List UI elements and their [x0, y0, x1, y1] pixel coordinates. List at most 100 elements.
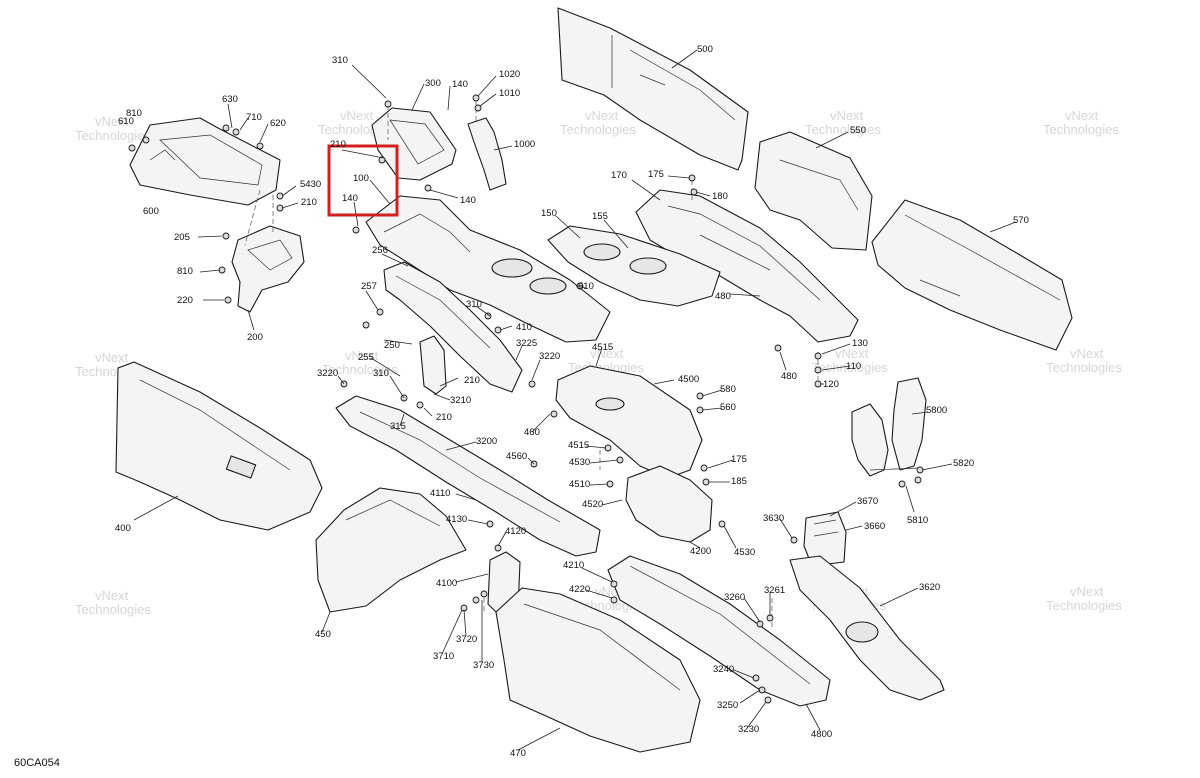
callout-110: 110 — [846, 361, 861, 372]
callout-3230: 3230 — [738, 724, 759, 735]
part-250-bracket — [383, 261, 523, 393]
callout-3250: 3250 — [717, 700, 738, 711]
callout-210-b: 210 — [301, 197, 317, 208]
callout-140-c: 140 — [460, 195, 476, 206]
callout-205: 205 — [174, 232, 190, 243]
part-3210-bracket — [419, 335, 447, 395]
callout-175: 175 — [648, 169, 664, 180]
part-200-bracket — [231, 225, 305, 313]
callout-5800: 5800 — [926, 405, 947, 416]
callout-3240: 3240 — [713, 664, 734, 675]
callout-155: 155 — [592, 211, 608, 222]
callout-450: 450 — [315, 629, 331, 640]
watermark-line1: vNext — [95, 588, 129, 603]
callout-1000: 1000 — [514, 139, 535, 150]
callout-1020: 1020 — [499, 69, 520, 80]
watermark-line1: vNext — [340, 108, 374, 123]
watermark-line2: Technologies — [322, 362, 398, 377]
callout-100: 100 — [353, 173, 369, 184]
part-3200-frame — [335, 395, 601, 557]
callout-400: 400 — [115, 523, 131, 534]
part-600-tray — [129, 117, 281, 206]
callout-257: 257 — [361, 281, 377, 292]
callout-315: 315 — [390, 421, 406, 432]
callout-4500: 4500 — [678, 374, 699, 385]
watermark-line2: Technologies — [1046, 360, 1122, 375]
callout-630: 630 — [222, 94, 238, 105]
callout-460: 460 — [524, 427, 540, 438]
callout-3710: 3710 — [433, 651, 454, 662]
part-450-panel — [315, 487, 467, 613]
watermark-line1: vNext — [1070, 346, 1104, 361]
part-500-panel — [557, 7, 749, 171]
callout-220: 220 — [177, 295, 193, 306]
callout-570: 570 — [1013, 215, 1029, 226]
callout-470: 470 — [510, 748, 526, 759]
callout-3620: 3620 — [919, 582, 940, 593]
callout-510: 510 — [578, 281, 594, 292]
callout-550: 550 — [850, 125, 866, 136]
callout-170: 170 — [611, 170, 627, 181]
callout-175-b: 175 — [731, 454, 747, 465]
watermark-line2: Technologies — [1043, 122, 1119, 137]
leader-lines — [133, 49, 1017, 751]
callout-480-b: 480 — [781, 371, 797, 382]
callout-3225: 3225 — [516, 338, 537, 349]
callout-5810: 5810 — [907, 515, 928, 526]
parts — [115, 7, 1073, 753]
callout-140: 140 — [452, 79, 468, 90]
fasteners — [128, 94, 924, 704]
callout-310-b: 310 — [466, 299, 482, 310]
callout-4200: 4200 — [690, 546, 711, 557]
watermark-line1: vNext — [1065, 108, 1099, 123]
watermark-line1: vNext — [585, 108, 619, 123]
part-570-side-panel — [871, 199, 1073, 351]
watermark-line2: Technologies — [805, 122, 881, 137]
callout-3670: 3670 — [857, 496, 878, 507]
callout-255: 255 — [358, 352, 374, 363]
part-4500-support — [555, 365, 703, 479]
highlight-box — [327, 144, 399, 217]
callout-560: 560 — [720, 402, 736, 413]
callout-4515: 4515 — [592, 342, 613, 353]
callout-500: 500 — [697, 44, 713, 55]
callout-185: 185 — [731, 476, 747, 487]
callout-4210: 4210 — [563, 560, 584, 571]
callout-210-c: 210 — [464, 375, 480, 386]
callout-3630: 3630 — [763, 513, 784, 524]
callout-3220-b: 3220 — [317, 368, 338, 379]
callout-4110: 4110 — [430, 488, 450, 499]
callout-600: 600 — [143, 206, 159, 217]
callout-1010: 1010 — [499, 88, 520, 99]
callout-810: 810 — [126, 108, 142, 119]
callout-3260: 3260 — [724, 592, 745, 603]
callout-4800: 4800 — [811, 729, 832, 740]
callout-4120: 4120 — [505, 526, 526, 537]
watermark-line1: vNext — [95, 114, 129, 129]
callout-210-d: 210 — [436, 412, 452, 423]
watermark-line1: vNext — [590, 346, 624, 361]
callout-3220: 3220 — [539, 351, 560, 362]
watermark-line2: Technologies — [812, 360, 888, 375]
part-4200-bracket — [625, 465, 713, 543]
callout-150: 150 — [541, 208, 557, 219]
callout-3200: 3200 — [476, 436, 497, 447]
callout-3660: 3660 — [864, 521, 885, 532]
callout-310-c: 310 — [373, 368, 389, 379]
callout-620: 620 — [270, 118, 286, 129]
callout-4530: 4530 — [569, 457, 590, 468]
callout-4510: 4510 — [569, 479, 590, 490]
callout-4100: 4100 — [436, 578, 457, 589]
watermark-line2: Technologies — [1046, 598, 1122, 613]
callout-5430: 5430 — [300, 179, 321, 190]
callout-3720: 3720 — [456, 634, 477, 645]
diagram-code: 60CA054 — [14, 757, 60, 769]
watermark-line2: Technologies — [75, 602, 151, 617]
callout-310: 310 — [332, 55, 348, 66]
part-300-console-cover — [371, 107, 457, 181]
callout-4530-b: 4530 — [734, 547, 755, 558]
callout-180: 180 — [712, 191, 728, 202]
callout-610: 610 — [118, 116, 134, 127]
watermark-line2: Technologies — [75, 128, 151, 143]
